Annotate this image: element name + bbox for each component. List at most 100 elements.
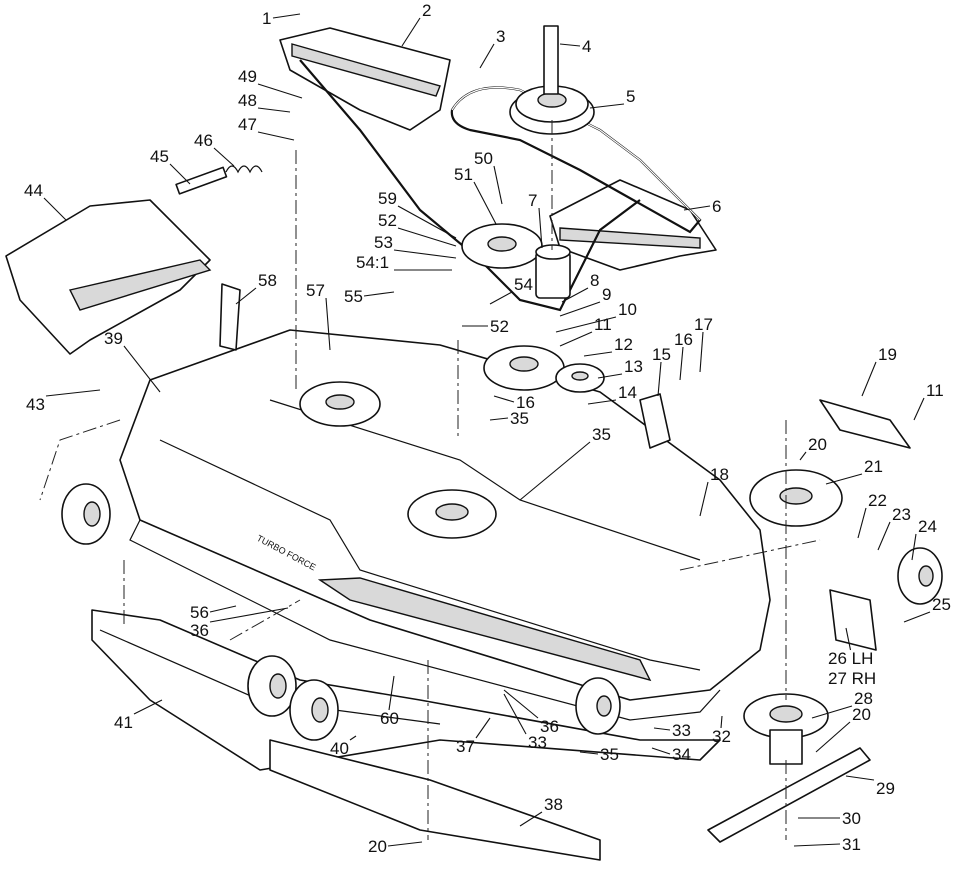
- leader-line: [561, 287, 589, 303]
- idler-pulley-upper: [461, 223, 543, 269]
- small-idler: [555, 363, 605, 393]
- leader-line: [473, 181, 497, 225]
- leader-line: [720, 715, 723, 729]
- callout-label: 43: [26, 395, 45, 414]
- leader-line: [699, 331, 704, 373]
- leader-line: [651, 747, 671, 755]
- assembly-lines: [39, 120, 821, 840]
- callout-label: 14: [618, 383, 637, 402]
- leader-line: [857, 507, 867, 539]
- callout-label: 33: [672, 721, 691, 740]
- leader-line: [257, 131, 295, 141]
- leader-line: [799, 451, 807, 461]
- callout-label: 40: [330, 739, 349, 758]
- callout-label: 52: [490, 317, 509, 336]
- leader-line: [815, 721, 851, 753]
- callout-label: 17: [694, 315, 713, 334]
- callout-label: 55: [344, 287, 363, 306]
- callout-label: 35: [592, 425, 611, 444]
- anti-scalp-wheel-front-1: [247, 655, 297, 717]
- leader-line: [597, 373, 623, 379]
- leader-line: [903, 611, 931, 623]
- anti-scalp-wheel-right-deck: [575, 677, 621, 735]
- callout-label: 54:1: [356, 253, 389, 272]
- callout-label: 27 RH: [828, 669, 876, 688]
- callout-label: 45: [150, 147, 169, 166]
- callout-label: 11: [926, 381, 944, 400]
- anti-scalp-wheel-front-2: [289, 679, 339, 741]
- callout-label: 39: [104, 329, 123, 348]
- callout-label: 12: [614, 335, 633, 354]
- leader-line: [349, 735, 357, 741]
- callout-label: 52: [378, 211, 397, 230]
- callout-label: 34: [672, 745, 691, 764]
- callout-label: 23: [892, 505, 911, 524]
- leader-line: [845, 627, 852, 651]
- callout-label: 24: [918, 517, 937, 536]
- leader-line: [213, 147, 235, 167]
- leader-line: [877, 521, 891, 551]
- leader-line: [388, 675, 395, 711]
- leader-line: [503, 693, 527, 735]
- callout-label: 35: [600, 745, 619, 764]
- leader-line: [393, 249, 457, 259]
- callout-label: 47: [238, 115, 257, 134]
- leader-line: [657, 361, 662, 397]
- leader-line: [43, 197, 67, 221]
- leader-line: [363, 291, 395, 297]
- callout-label: 18: [710, 465, 729, 484]
- leader-line: [559, 331, 593, 347]
- callout-label: 22: [868, 491, 887, 510]
- leader-line: [811, 705, 853, 719]
- leader-line: [325, 297, 331, 351]
- callout-label: 33: [528, 733, 547, 752]
- callout-label: 11: [594, 315, 612, 334]
- leader-line: [257, 107, 291, 113]
- callout-label: 57: [306, 281, 325, 300]
- leader-line: [583, 351, 613, 357]
- leader-line: [913, 397, 925, 421]
- leader-line: [587, 399, 617, 405]
- leader-line: [397, 227, 457, 247]
- leader-line: [209, 607, 289, 623]
- leader-line: [503, 689, 539, 719]
- callout-label: 16: [674, 330, 693, 349]
- anti-scalp-wheel-left: [61, 483, 111, 545]
- leader-line: [519, 441, 591, 501]
- leader-line: [589, 103, 625, 109]
- anti-scalp-wheel-right: [897, 547, 943, 605]
- belt-cover-left: [279, 27, 451, 131]
- callout-label: 8: [590, 271, 599, 290]
- leader-line: [169, 163, 191, 185]
- belt-cover-right: [549, 179, 717, 271]
- leader-line: [683, 205, 711, 211]
- callout-label: 20: [368, 837, 387, 856]
- callout-label: 41: [114, 713, 133, 732]
- leader-line: [493, 165, 503, 205]
- leader-line: [123, 345, 161, 393]
- leader-line: [519, 811, 543, 827]
- mower-blade: [707, 747, 871, 843]
- leader-line: [209, 605, 237, 613]
- callout-label: 32: [712, 727, 731, 746]
- leader-line: [257, 83, 303, 99]
- callout-label: 59: [378, 189, 397, 208]
- leader-line: [401, 17, 421, 47]
- leader-line: [911, 533, 917, 561]
- callout-label: 44: [24, 181, 43, 200]
- callout-label: 7: [528, 191, 537, 210]
- leader-line: [133, 699, 163, 715]
- leader-line: [653, 727, 671, 731]
- callout-label: 21: [864, 457, 883, 476]
- callout-label: 60: [380, 709, 399, 728]
- callout-label: 56: [190, 603, 209, 622]
- leader-line: [272, 13, 301, 19]
- leader-line: [538, 207, 543, 249]
- callout-label: 36: [540, 717, 559, 736]
- callout-label: 20: [808, 435, 827, 454]
- callout-label: 2: [422, 1, 431, 20]
- leader-line: [479, 43, 495, 69]
- callout-label: 31: [842, 835, 861, 854]
